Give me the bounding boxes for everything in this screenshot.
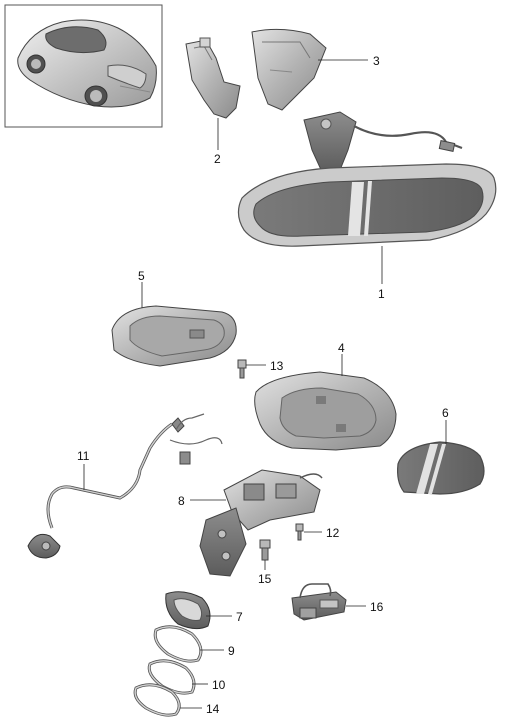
- part-2-cover: [185, 37, 241, 119]
- part-1-rearview-mirror: [237, 163, 497, 247]
- part-15-bolt: [259, 539, 271, 561]
- part-6-mirror-glass: [397, 441, 485, 495]
- part-9-seal: [153, 625, 203, 663]
- part-3-cover: [251, 28, 327, 111]
- label-part-2: 2: [214, 152, 221, 166]
- part-5-mirror-cap: [111, 305, 237, 367]
- part-4-mirror-housing: [254, 371, 397, 451]
- label-part-13: 13: [270, 359, 284, 373]
- label-part-8: 8: [178, 494, 185, 508]
- label-part-11: 11: [77, 449, 90, 463]
- label-part-5: 5: [138, 269, 145, 283]
- label-part-10: 10: [212, 678, 226, 692]
- label-part-4: 4: [338, 341, 345, 355]
- part-8-adjustment-unit: [199, 469, 323, 577]
- part-11-wiring-harness: [27, 413, 223, 559]
- label-part-16: 16: [370, 600, 384, 614]
- label-part-14: 14: [206, 702, 220, 716]
- leader-lines: [83, 59, 447, 709]
- part-14-seal: [133, 683, 181, 717]
- label-part-15: 15: [258, 572, 272, 586]
- vehicle-thumbnail: [4, 4, 163, 128]
- part-labels: 1 2 3 4 5 6 7 8 9 10 11 12 13 14 15 16: [77, 54, 449, 716]
- part-13-screw: [237, 359, 247, 379]
- label-part-7: 7: [236, 610, 243, 624]
- part-10-seal: [147, 659, 196, 695]
- label-part-12: 12: [326, 526, 340, 540]
- part-7-gasket: [165, 591, 211, 630]
- mirror-mount-with-cable: [303, 111, 463, 173]
- label-part-6: 6: [442, 406, 449, 420]
- label-part-3: 3: [373, 54, 380, 68]
- part-12-screw: [295, 523, 304, 541]
- label-part-1: 1: [378, 287, 385, 301]
- part-16-control-module: [291, 583, 347, 621]
- label-part-9: 9: [228, 644, 235, 658]
